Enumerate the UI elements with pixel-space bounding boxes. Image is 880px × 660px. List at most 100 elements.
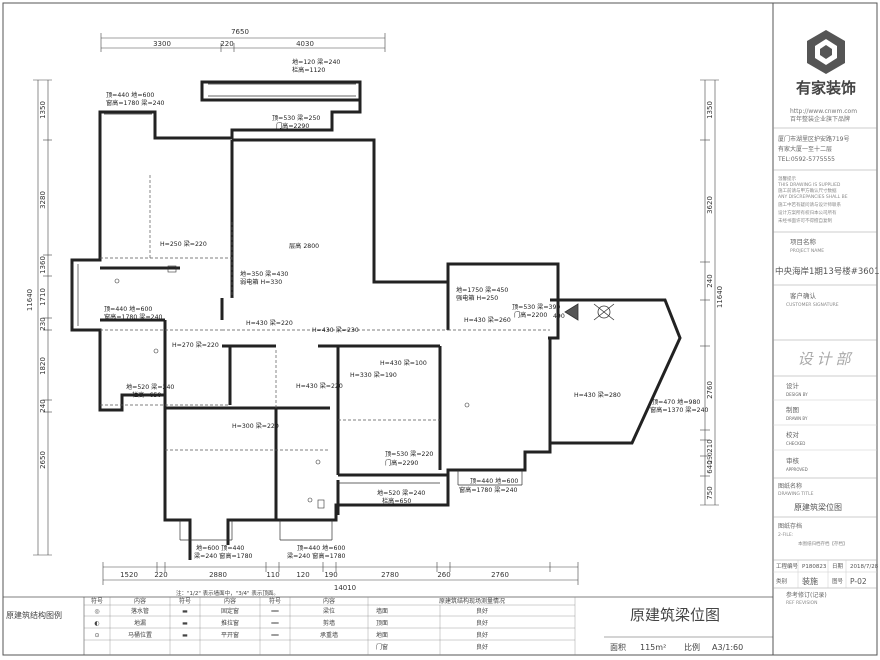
dim-bottom-total: 14010 (334, 584, 356, 592)
dim-bottom-5: 120 (296, 571, 309, 579)
label-window-s1: 地=600 顶=440 (196, 544, 244, 552)
dim-left-6: 1820 (39, 357, 47, 375)
dim-top-3: 4030 (296, 40, 314, 48)
dim-left-7: 240 (39, 399, 47, 412)
fine-print-7: 未经书面许可不得擅自复制 (778, 217, 832, 224)
label-beam-1: H=430 梁=220 (246, 319, 293, 327)
legend-symbol-toilet: ⊙ (94, 632, 99, 639)
dim-bottom-3: 2880 (209, 571, 227, 579)
survey-r3-k: 地面 (376, 631, 388, 639)
legend-h3: 符号 (179, 597, 191, 605)
dim-left-5: 230 (39, 317, 47, 330)
label-door-south-sub: 门高=2290 (385, 459, 418, 467)
left-dimensions (33, 79, 52, 556)
role-approved-en: APPROVED (786, 467, 808, 472)
legend-r2c2: 地漏 (134, 619, 146, 627)
fixture-markers (114, 265, 470, 509)
label-beam-2: H=430 梁=230 (312, 326, 359, 334)
label-window-nw: 顶=440 地=600 (106, 91, 154, 99)
revision-label: 参考修订(记录) (786, 591, 827, 599)
project-label-en: PROJECT NAME (790, 248, 824, 254)
dim-right-5: 210 (706, 439, 714, 452)
archive-en: 2-FILE: (778, 532, 793, 538)
label-entry-door-sub: 门高=2200 (514, 311, 547, 319)
legend-r3c6: 承重墙 (320, 631, 338, 639)
dim-left-3: 1360 (39, 256, 47, 274)
company-slogan: 百年整装企业旗下品牌 (790, 115, 850, 123)
entrance-door-icon (564, 303, 615, 321)
role-checked-en: CHECKED (786, 441, 805, 446)
drawing-name-en: DRAWING TITLE (778, 491, 814, 497)
legend-section-title: 原建筑结构图例 (6, 610, 62, 620)
legend-h5: 符号 (269, 597, 281, 605)
stage-label: 类别 (776, 577, 787, 585)
legend-table (84, 597, 369, 655)
legend-symbol-bearing-wall: ══ (270, 632, 279, 639)
legend-h1: 符号 (91, 597, 103, 605)
archive-note: 本图纸归档存档【存档】 (798, 540, 848, 547)
sheet-no-label: 图号 (832, 577, 844, 585)
legend-r2c4: 推拉窗 (221, 619, 239, 627)
fine-print-5: 施工中若有疑问请与设计师联系 (778, 201, 841, 208)
dim-right-6: 250 (707, 452, 714, 464)
date-value: 2018/7/28 (850, 564, 879, 570)
dim-bottom-8: 260 (437, 571, 450, 579)
label-balcony-top-sub: 栏高=1120 (292, 66, 325, 74)
archive-label: 图纸存档 (778, 522, 802, 530)
fine-print-2: THIS DRAWING IS SUPPLIED (777, 182, 841, 188)
fine-print-1: 温馨提示 (778, 175, 796, 182)
revision-en: REF REVISION (786, 600, 817, 606)
legend-r1c2: 落水管 (131, 607, 149, 615)
dim-top-1: 3300 (153, 40, 171, 48)
label-weak-box: 地=350 梁=430 (240, 270, 288, 278)
label-bedroom-sw: H=300 梁=220 (232, 422, 279, 430)
dim-right-2: 3620 (706, 196, 714, 214)
survey-r3-v: 良好 (476, 631, 488, 639)
plan-annotations: 地=120 梁=240 栏高=1120 顶=440 地=600 窗高=1780 … (104, 58, 709, 560)
dim-bottom-4: 110 (266, 571, 279, 579)
label-beam-4: H=270 梁=220 (172, 341, 219, 349)
label-door-top-sub: 门高=2290 (276, 122, 309, 130)
beam-lines (100, 175, 550, 451)
drawing-name-label: 图纸名称 (778, 482, 802, 490)
survey-r4-k: 门窗 (376, 643, 388, 651)
legend-rows: ◎ 落水管 ▬ 固定窗 ══ 梁位 ◐ 地漏 ▬ 推拉窗 ══ 剪墙 ⊙ 马桶位… (94, 607, 338, 639)
company-logo (807, 30, 845, 74)
survey-r2-k: 顶面 (376, 620, 388, 627)
legend-symbol-beam: ══ (270, 608, 279, 615)
legend-h4: 内容 (224, 597, 236, 605)
label-window-east-sub: 窗高=1370 梁=240 (650, 406, 709, 414)
survey-r4-v: 良好 (476, 643, 488, 651)
dim-left-8: 2650 (39, 451, 47, 469)
role-drawn: 制图 (786, 405, 799, 414)
survey-title: 原建筑结构现场测量情况 (439, 597, 505, 605)
project-name: 中央海岸1期13号楼#3601 (775, 266, 879, 277)
legend-symbol-casement-window: ▬ (182, 632, 188, 639)
fine-print-4: ANY DISCREPANCIES SHALL BE (778, 194, 848, 200)
label-beam-5: H=430 梁=100 (380, 359, 427, 367)
dim-bottom-1: 1520 (120, 571, 138, 579)
project-meta: 工程编号 P180823 日期 2018/7/28 类别 装施 图号 P-02 (776, 562, 879, 586)
dim-right-4: 2760 (706, 381, 714, 399)
legend-h6: 内容 (323, 597, 335, 605)
project-no: P180823 (802, 564, 827, 570)
drawing-name: 原建筑梁位图 (794, 502, 842, 512)
label-rail-south-sub: 栏高=650 (382, 497, 411, 505)
company-address: 厦门市湖里区护安路719号 (778, 135, 849, 143)
label-strong-box-sub: 强电箱 H=250 (456, 294, 498, 302)
company-address-2: 有家大厦一至十二层 (778, 145, 832, 153)
label-rail-sw: 地=520 梁=240 (126, 383, 174, 391)
footer-scale-value: A3/1:60 (712, 643, 743, 652)
footer-area-value: 115m² (640, 643, 666, 652)
legend-symbol-floor-drain: ◐ (94, 620, 99, 627)
company-phone: TEL:0592-5775555 (777, 156, 835, 163)
fine-print: 温馨提示 THIS DRAWING IS SUPPLIED 施工前请与甲方确认尺… (777, 175, 848, 224)
fine-print-6: 设计方案所有权归本公司所有 (778, 209, 837, 216)
legend-r1c4: 固定窗 (221, 607, 239, 615)
label-balcony-top: 地=120 梁=240 (292, 58, 340, 66)
dim-top-2: 220 (220, 40, 233, 48)
label-strong-box: 地=1750 梁=450 (456, 286, 508, 294)
role-checked: 校对 (786, 430, 800, 439)
survey-r1-v: 良好 (476, 607, 488, 615)
